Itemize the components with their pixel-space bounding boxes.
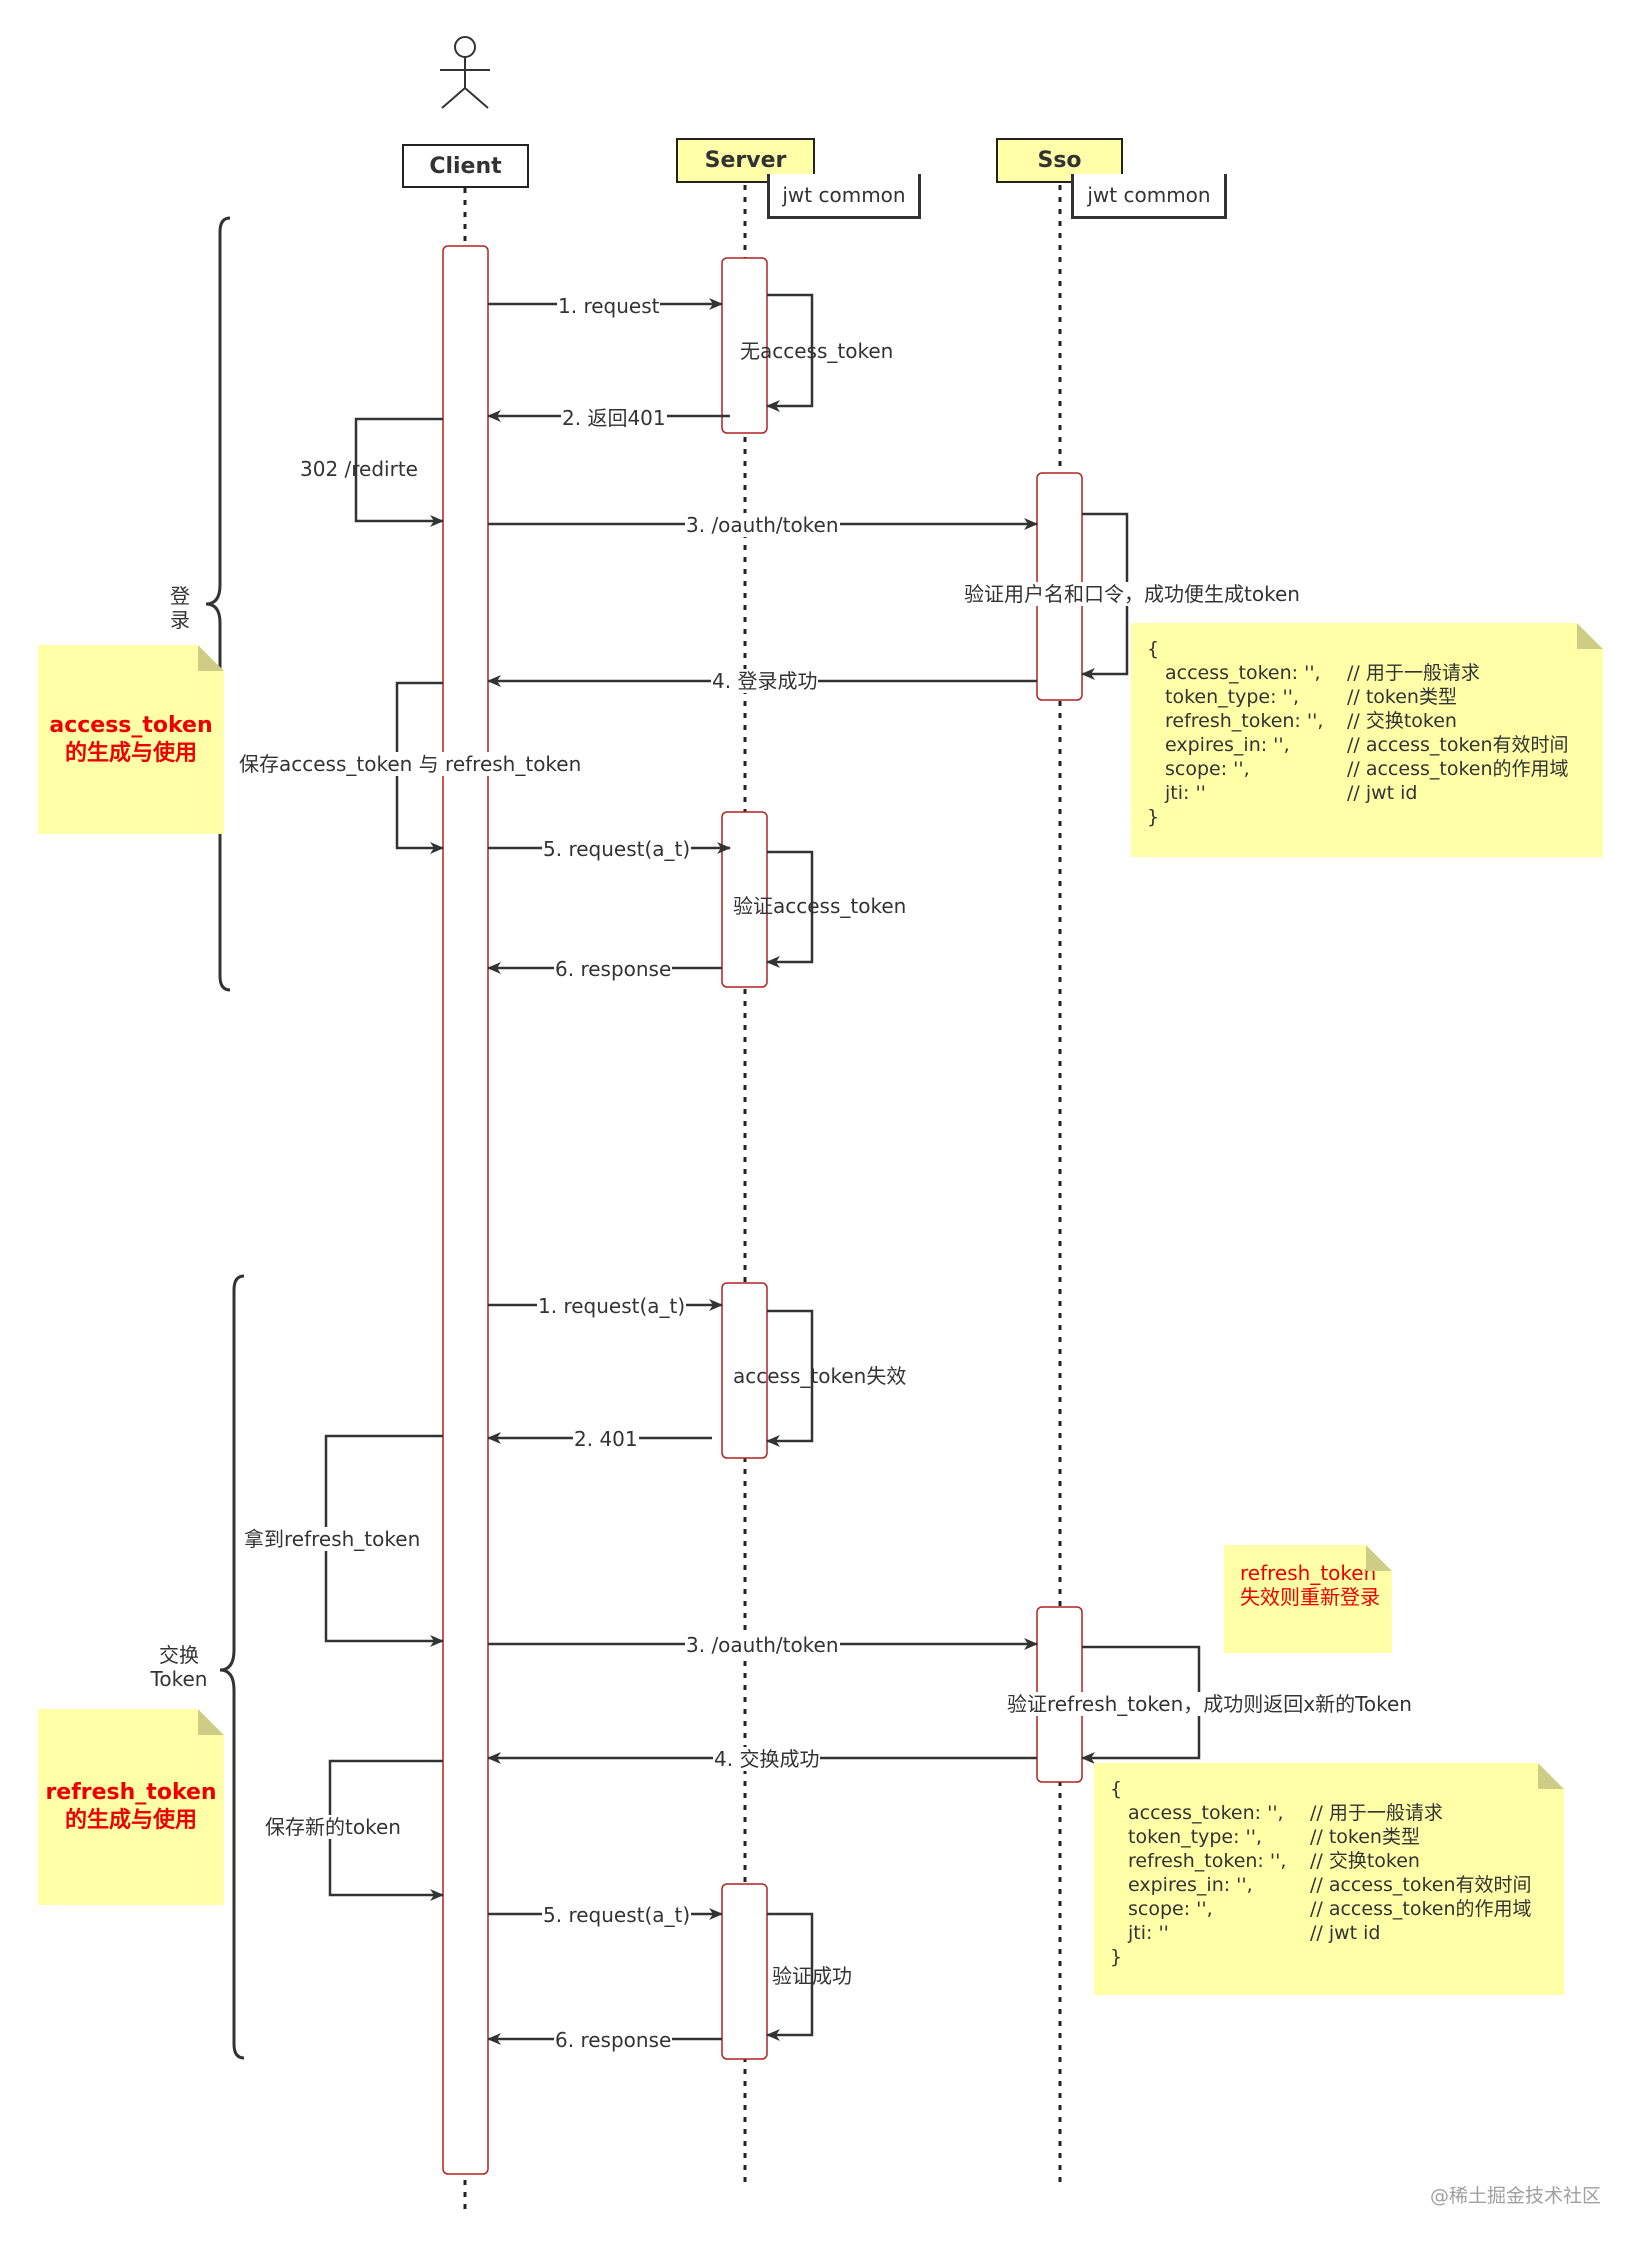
- phase1-note: access_token 的生成与使用: [38, 645, 224, 834]
- token-note-2: { access_token: '',// 用于一般请求 token_type:…: [1094, 1763, 1564, 1995]
- p1-label-request-at: 5. request(a_t): [542, 837, 692, 861]
- p1-label-login-ok: 4. 登录成功: [711, 669, 819, 693]
- phase1-note-line-2: 的生成与使用: [64, 740, 197, 766]
- server-activation-2: [721, 811, 768, 988]
- p2-label-self-client-1: 拿到refresh_token: [243, 1527, 422, 1551]
- refresh-expire-note: refresh_token 失效则重新登录: [1224, 1545, 1392, 1653]
- p1-label-oauth: 3. /oauth/token: [685, 513, 840, 537]
- server-activation-1: [721, 257, 768, 434]
- phase2-note-line-2: 的生成与使用: [64, 1808, 197, 1833]
- token-note-1: { access_token: '',// 用于一般请求 token_type:…: [1131, 623, 1603, 857]
- phase2-note: refresh_token 的生成与使用: [38, 1709, 224, 1905]
- p1-label-request: 1. request: [557, 294, 661, 318]
- p2-label-exchange-ok: 4. 交换成功: [713, 1747, 821, 1771]
- phase2-brace-label: 交换 Token: [150, 1643, 208, 1691]
- refresh-expire-line-2: 失效则重新登录: [1240, 1585, 1380, 1609]
- p2-label-self-sso: 验证refresh_token，成功则返回x新的Token: [1006, 1692, 1413, 1716]
- p1-label-self-server-1: 无access_token: [740, 339, 894, 363]
- p2-label-oauth: 3. /oauth/token: [685, 1633, 840, 1657]
- p1-label-self-client-1: 302 /redirte: [300, 457, 418, 481]
- sso-jwt-common-tag: jwt common: [1071, 174, 1227, 219]
- p1-label-401: 2. 返回401: [561, 406, 667, 430]
- p2-label-response: 6. response: [554, 2028, 673, 2052]
- server-jwt-common-tag: jwt common: [767, 174, 921, 219]
- p2-self-server-1: [766, 1309, 814, 1447]
- phase1-brace: [205, 216, 231, 992]
- p1-self-server-2: [766, 850, 814, 968]
- refresh-expire-line-1: refresh_token: [1240, 1561, 1377, 1585]
- p2-label-self-server-2: 验证成功: [772, 1964, 852, 1988]
- server-activation-3: [721, 1282, 768, 1459]
- participant-client: Client: [402, 144, 529, 188]
- p2-label-401: 2. 401: [573, 1427, 639, 1451]
- p1-self-client-1: [354, 417, 444, 527]
- server-activation-4: [721, 1883, 768, 2060]
- phase1-brace-label: 登 录: [170, 584, 190, 632]
- phase1-note-line-1: access_token: [49, 712, 213, 738]
- client-activation-bar: [442, 245, 489, 2175]
- phase2-note-line-1: refresh_token: [45, 1780, 217, 1805]
- phase2-brace: [219, 1274, 245, 2060]
- actor-figure-icon: [440, 36, 490, 109]
- p1-label-self-server-2: 验证access_token: [733, 894, 907, 918]
- p1-label-self-sso: 验证用户名和口令，成功便生成token: [963, 582, 1301, 606]
- p1-label-response: 6. response: [554, 957, 673, 981]
- p2-label-request-at: 1. request(a_t): [537, 1294, 687, 1318]
- watermark: @稀土掘金技术社区: [1430, 2185, 1602, 2207]
- p1-self-server-1: [766, 293, 814, 412]
- p2-self-server-2: [766, 1912, 814, 2041]
- p2-label-self-server-1: access_token失效: [733, 1364, 907, 1388]
- p2-label-self-client-2: 保存新的token: [264, 1815, 402, 1839]
- p1-label-self-client-2: 保存access_token 与 refresh_token: [238, 752, 583, 776]
- p2-label-request-at-2: 5. request(a_t): [542, 1903, 692, 1927]
